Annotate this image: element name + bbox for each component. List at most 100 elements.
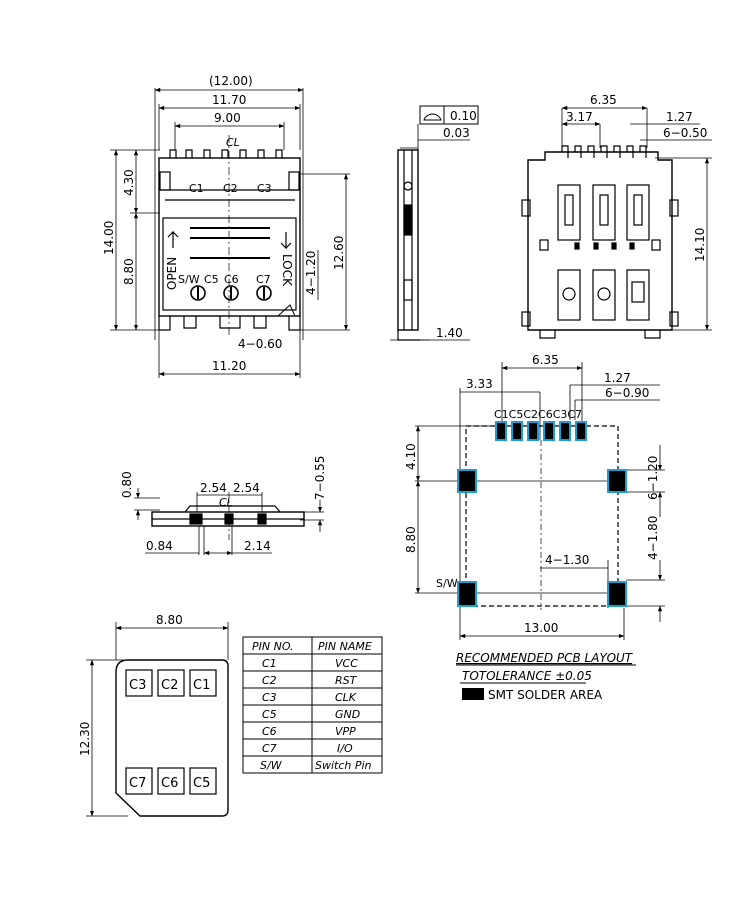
sim-c3: C3	[129, 678, 146, 693]
bottom-cl: CL	[219, 496, 233, 509]
pad-tr	[607, 469, 627, 493]
back-view	[521, 105, 712, 339]
sim-height: 12.30	[78, 722, 92, 756]
front-view	[110, 87, 350, 378]
sim-c7: C7	[129, 776, 146, 791]
bottom-h1: 0.80	[120, 471, 134, 498]
front-view-text: (12.00) 11.70 9.00 11.20 4−0.60 14.00 4.…	[102, 74, 346, 373]
pcb-width: 13.00	[524, 621, 558, 635]
dim-width: 11.70	[212, 93, 246, 107]
pcb-tolerance: TOTOLERANCE ±0.05	[462, 669, 592, 683]
pad-c1	[495, 421, 507, 441]
pcb-left: 3.33	[466, 377, 493, 391]
table-cell: I/O	[337, 742, 353, 755]
back-height: 14.10	[693, 228, 707, 262]
pcb-pad-h: 4−1.80	[646, 516, 660, 560]
label-c1: C1	[189, 182, 204, 195]
back-pins: 6−0.50	[663, 126, 707, 140]
pcb-top: 4.10	[404, 443, 418, 470]
pcb-mid: 8.80	[404, 526, 418, 553]
bottom-p1: 2.54	[200, 481, 227, 495]
pad-c6	[543, 421, 555, 441]
table-cell: C7	[262, 742, 277, 755]
pcb-pads	[457, 421, 627, 607]
pad-bl	[457, 581, 477, 607]
table-cell: GND	[335, 708, 360, 721]
dim-lower: 8.80	[122, 258, 136, 285]
pad-c5	[511, 421, 523, 441]
pad-tl	[457, 469, 477, 493]
dim-overall: (12.00)	[209, 74, 253, 88]
label-c3: C3	[257, 182, 272, 195]
sim-card	[86, 622, 229, 817]
pcb-title: RECOMMENDED PCB LAYOUT	[456, 651, 634, 665]
label-c5: C5	[204, 273, 219, 286]
label-sw: S/W	[178, 273, 200, 286]
dim-upper: 4.30	[122, 169, 136, 196]
pcb-pin-labels: C1C5C2C6C3C7	[494, 408, 582, 421]
pad-c3	[559, 421, 571, 441]
pin-table-text: PIN NO. PIN NAME C1 VCC C2 RST C3 CLK C5…	[252, 640, 372, 772]
pcb-pad-s: 4−1.30	[545, 553, 589, 567]
pad-c7	[575, 421, 587, 441]
table-cell: RST	[335, 674, 358, 687]
sim-c1: C1	[193, 678, 210, 693]
legend-swatch	[462, 688, 484, 700]
label-lock: LOCK	[280, 254, 294, 287]
table-header: PIN NO.	[252, 640, 294, 653]
sim-c5: C5	[193, 776, 210, 791]
pin-table	[242, 636, 383, 774]
bottom-view	[134, 488, 324, 556]
pcb-layout	[415, 362, 665, 640]
pcb-pad-w: 6−1.20	[646, 456, 660, 500]
flatness-value: 0.10	[450, 109, 477, 123]
bottom-left: 0.84	[146, 539, 173, 553]
dim-pitch: 9.00	[214, 111, 241, 125]
table-cell: Switch Pin	[315, 759, 372, 772]
table-header: PIN NAME	[318, 640, 372, 653]
pcb-span: 6.35	[532, 353, 559, 367]
label-cl: CL	[226, 136, 240, 149]
back-view-text: 6.35 3.17 1.27 6−0.50 14.10	[566, 93, 707, 262]
sim-c2: C2	[161, 678, 178, 693]
offset-value: 0.03	[443, 126, 470, 140]
pcb-pins: 6−0.90	[605, 386, 649, 400]
pad-br	[607, 581, 627, 607]
sim-card-text: 8.80 12.30 C3 C2 C1 C7 C6 C5	[78, 613, 210, 791]
table-cell: C3	[262, 691, 277, 704]
label-c7: C7	[256, 273, 271, 286]
thickness-value: 1.40	[436, 326, 463, 340]
dim-bottom: 11.20	[212, 359, 246, 373]
pad-c2	[527, 421, 539, 441]
table-cell: C6	[262, 725, 277, 738]
table-cell: S/W	[260, 759, 283, 772]
dim-pins: 4−1.20	[304, 251, 318, 295]
table-cell: VCC	[335, 657, 358, 670]
pcb-legend: SMT SOLDER AREA	[488, 688, 603, 702]
table-cell: CLK	[335, 691, 357, 704]
back-c-offset: 3.17	[566, 110, 593, 124]
side-view-text: 0.10 0.03 1.40	[436, 109, 477, 340]
table-cell: C1	[262, 657, 277, 670]
pcb-text: 6.35 3.33 1.27 6−0.90 C1C5C2C6C3C7 4.10 …	[404, 353, 660, 702]
back-span: 6.35	[590, 93, 617, 107]
label-open: OPEN	[165, 257, 179, 290]
sim-c6: C6	[161, 776, 178, 791]
back-pitch: 1.27	[666, 110, 693, 124]
label-c2: C2	[223, 182, 238, 195]
side-view	[390, 105, 479, 341]
table-cell: C2	[262, 674, 277, 687]
table-cell: VPP	[335, 725, 356, 738]
pcb-sw: S/W	[436, 577, 458, 590]
dim-height: 14.00	[102, 221, 116, 255]
sim-width: 8.80	[156, 613, 183, 627]
table-cell: C5	[262, 708, 277, 721]
bottom-p2: 2.54	[233, 481, 260, 495]
dim-tabs: 4−0.60	[238, 337, 282, 351]
label-c6: C6	[224, 273, 239, 286]
pcb-pitch: 1.27	[604, 371, 631, 385]
bottom-view-text: 0.80 7−0.55 2.54 2.54 CL 0.84 2.14	[120, 456, 327, 553]
bottom-right: 2.14	[244, 539, 271, 553]
bottom-h2: 7−0.55	[313, 456, 327, 500]
